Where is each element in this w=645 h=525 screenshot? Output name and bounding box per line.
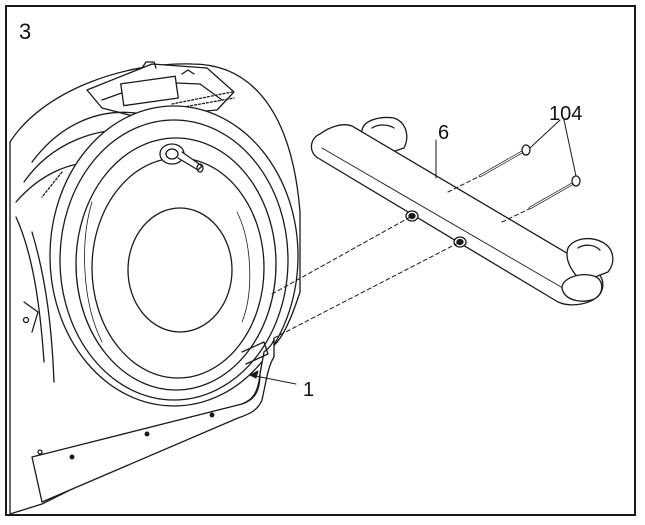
leader-lines <box>249 119 577 385</box>
frame-base-plate <box>31 337 275 503</box>
crank-axle <box>159 143 204 173</box>
callout-label-frame: 1 <box>303 379 315 401</box>
frame-assembly <box>9 61 301 514</box>
flywheel-center-disc <box>127 207 233 333</box>
leader-104-b <box>563 119 577 177</box>
front-stabilizer <box>310 116 614 306</box>
diagram-frame: 3 6 104 1 <box>5 5 636 516</box>
stabilizer-end-cap-right <box>566 237 614 283</box>
callout-label-stabilizer: 6 <box>438 122 450 144</box>
leader-104-a <box>529 119 561 149</box>
stabilizer-end-face <box>561 274 603 302</box>
alignment-lines <box>271 176 530 339</box>
bolt-lower <box>528 175 581 210</box>
callout-label-bolt: 104 <box>549 103 583 125</box>
step-number: 3 <box>19 19 32 44</box>
stabilizer-tube <box>310 124 604 306</box>
bolt-upper <box>478 144 531 178</box>
leader-1 <box>249 374 297 385</box>
assembly-illustration <box>9 61 614 514</box>
